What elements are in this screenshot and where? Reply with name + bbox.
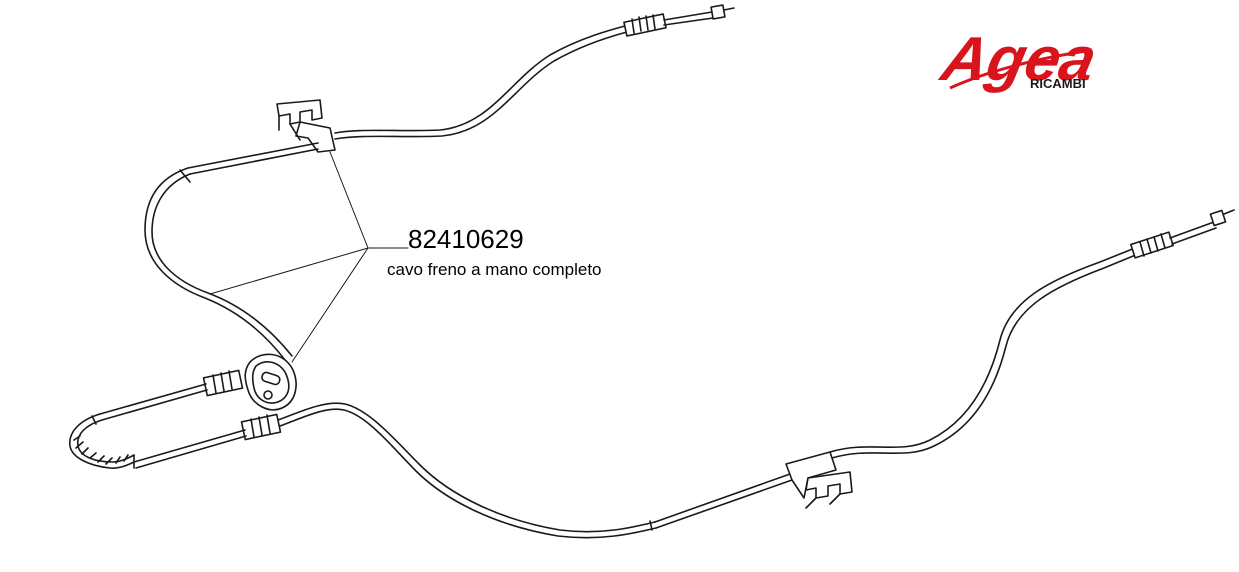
left-short-cable bbox=[69, 369, 244, 469]
agea-ricambi-logo: Agea RICAMBI bbox=[934, 25, 1102, 94]
equalizer-plate bbox=[244, 353, 297, 411]
callout-leaders bbox=[209, 151, 409, 363]
part-number: 82410629 bbox=[408, 224, 524, 254]
logo-subtitle: RICAMBI bbox=[1030, 76, 1086, 91]
logo-swoosh bbox=[949, 48, 1093, 90]
lower-bracket bbox=[785, 451, 853, 509]
lower-cable bbox=[133, 209, 1235, 539]
handbrake-cable-assembly bbox=[69, 4, 1235, 539]
upper-bracket bbox=[276, 99, 336, 153]
left-loop-cable bbox=[144, 142, 319, 361]
part-description: cavo freno a mano completo bbox=[387, 260, 602, 279]
upper-cable bbox=[334, 4, 735, 140]
